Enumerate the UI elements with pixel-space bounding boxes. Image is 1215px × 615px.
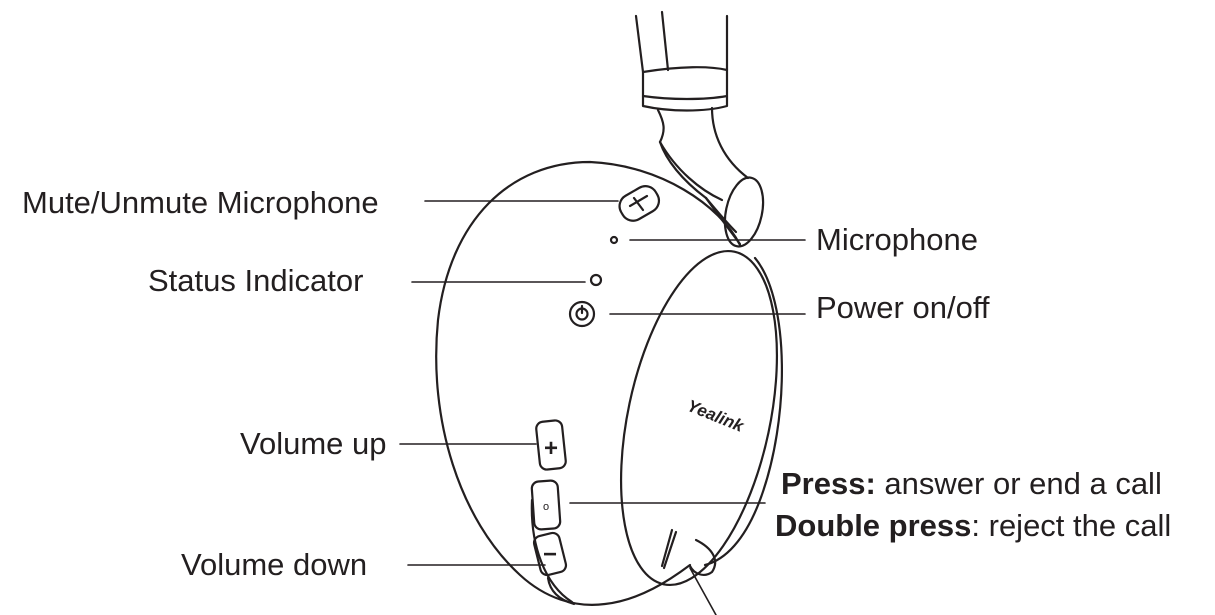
call-button-glyph: o	[543, 501, 549, 513]
leader-lines	[399, 200, 806, 615]
label-status-indicator: Status Indicator	[148, 263, 364, 298]
volume-up-button-shape	[535, 419, 567, 471]
leader-bottom	[689, 567, 717, 615]
power-button-shape	[568, 300, 596, 328]
label-mute: Mute/Unmute Microphone	[22, 185, 379, 220]
label-press-text: answer or end a call	[875, 466, 1162, 501]
label-volume-down: Volume down	[181, 547, 368, 582]
microphone-hole	[609, 235, 619, 245]
mute-button-shape	[618, 185, 661, 222]
label-double-bold: Double press	[775, 508, 972, 543]
earcup	[435, 160, 784, 606]
label-microphone: Microphone	[816, 222, 978, 257]
volume-down-glyph: −	[543, 541, 557, 568]
headband	[634, 10, 750, 202]
label-double-press: Double press: reject the call	[775, 510, 1171, 541]
label-double-text: : reject the call	[971, 508, 1172, 543]
label-press-bold: Press:	[781, 466, 876, 501]
label-power: Power on/off	[816, 290, 990, 325]
call-button-shape	[530, 479, 562, 531]
volume-up-glyph: +	[544, 435, 558, 462]
label-press: Press: answer or end a call	[781, 468, 1162, 499]
brand-logo: Yealink	[685, 396, 748, 436]
label-volume-up: Volume up	[240, 426, 387, 461]
status-indicator-led	[589, 273, 603, 287]
volume-down-button-shape	[532, 531, 568, 577]
